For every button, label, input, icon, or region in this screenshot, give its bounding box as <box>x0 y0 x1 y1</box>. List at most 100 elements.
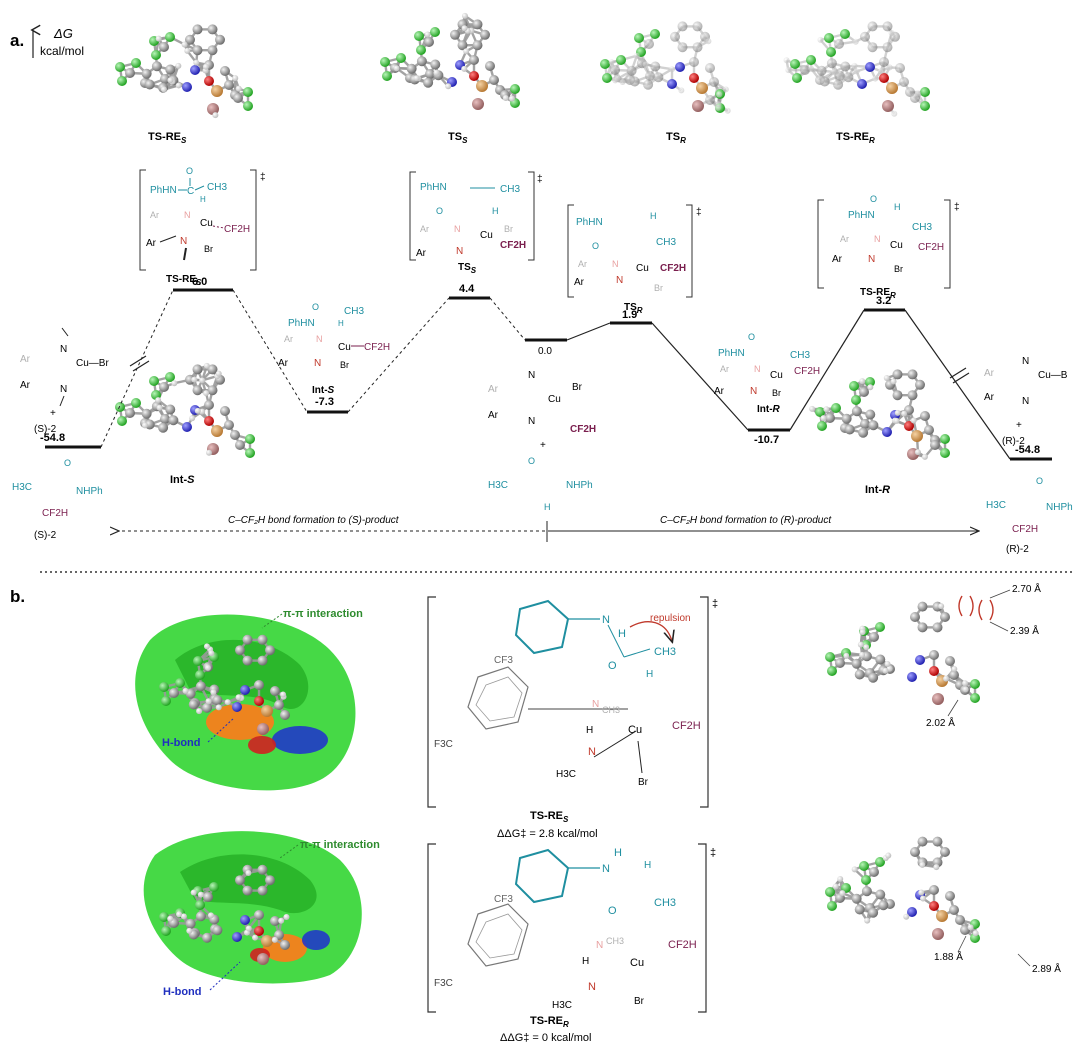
distance-leader-1 <box>989 589 1011 599</box>
svg-text:N: N <box>60 344 67 355</box>
pi-label-bottom: π-π interaction <box>300 839 380 851</box>
svg-text:F3C: F3C <box>434 739 453 750</box>
svg-text:+: + <box>540 440 546 451</box>
svg-text:Ar: Ar <box>416 248 427 259</box>
svg-text:Cu—B: Cu—B <box>1038 370 1068 381</box>
svg-text:H: H <box>894 202 901 212</box>
energy-ts-r: 1.9 <box>622 309 637 321</box>
svg-text:‡: ‡ <box>710 847 716 859</box>
svg-text:Cu: Cu <box>548 394 561 405</box>
svg-text:H: H <box>650 211 657 221</box>
ball-and-stick-model <box>115 362 255 458</box>
distance-label-2: 2.39 Å <box>1010 624 1039 637</box>
svg-text:O: O <box>870 194 877 204</box>
distance-leader-4 <box>957 935 967 953</box>
axis-unit: kcal/mol <box>40 44 84 58</box>
svg-text:N: N <box>592 699 599 710</box>
svg-text:CF2H: CF2H <box>224 224 250 235</box>
svg-text:N: N <box>528 416 535 427</box>
svg-text:CH3: CH3 <box>790 350 810 361</box>
svg-text:CF3: CF3 <box>494 655 513 666</box>
svg-text:Br: Br <box>572 382 583 393</box>
svg-text:Cu—Br: Cu—Br <box>76 358 109 369</box>
svg-text:H: H <box>582 956 589 967</box>
svg-text:‡: ‡ <box>712 598 718 610</box>
svg-text:Cu: Cu <box>480 230 493 241</box>
hbond-label-top: H-bond <box>162 737 200 749</box>
svg-text:+: + <box>50 408 56 419</box>
svg-text:Br: Br <box>504 224 513 234</box>
svg-text:CF2H: CF2H <box>672 720 701 732</box>
ball-and-stick-model <box>825 836 980 943</box>
connector-start-ts-r <box>566 322 611 341</box>
label-ts-re-r: TS-RER <box>530 1015 569 1029</box>
molecular-models-panel-b <box>159 601 980 965</box>
svg-text:Ar: Ar <box>488 384 499 395</box>
panel-b: b. π-π interaction H-bond π-π interactio… <box>10 582 1061 1044</box>
ball-and-stick-model <box>825 601 980 705</box>
svg-text:PhHN: PhHN <box>848 210 875 221</box>
hbond-leader-top <box>207 717 235 743</box>
svg-text:N: N <box>874 234 881 244</box>
model-label-int-s: Int-S <box>170 474 195 486</box>
svg-text:Cu: Cu <box>636 263 649 274</box>
svg-text:O: O <box>592 241 599 251</box>
svg-text:O: O <box>528 456 535 466</box>
svg-text:PhHN: PhHN <box>420 182 447 193</box>
svg-text:Ar: Ar <box>574 277 585 288</box>
distance-label-1: 2.70 Å <box>1012 582 1041 595</box>
distance-label-5: 2.89 Å <box>1032 962 1061 975</box>
svg-text:O: O <box>186 166 193 176</box>
molecular-models-panel-a <box>115 12 950 460</box>
energy-start: 0.0 <box>538 346 552 357</box>
nci-surface-top <box>135 614 356 791</box>
ts-re-s-2d-structure: ‡ N H O CH3 H repulsion CF3 F3C N CH3 H … <box>427 596 718 808</box>
product-r2: O H3C NHPh CF2H (R)-2 <box>986 476 1073 555</box>
svg-text:Cu: Cu <box>890 240 903 251</box>
caption-int-r: Int-R <box>757 404 781 415</box>
svg-text:Br: Br <box>894 264 903 274</box>
energy-ts-s: 4.4 <box>459 283 475 295</box>
svg-text:Ar: Ar <box>578 259 587 269</box>
structure-int-r: O PhHN CH3 Ar N Cu CF2H Ar N Br <box>714 332 820 398</box>
svg-text:H: H <box>492 206 499 216</box>
svg-text:Ar: Ar <box>284 334 293 344</box>
label-ts-re-s: TS-RES <box>530 810 569 824</box>
ball-and-stick-model <box>380 12 520 110</box>
structure-ts-s: ‡ PhHN CH3 O H Ar N Cu Br CF2H Ar N <box>409 171 543 261</box>
svg-text:PhHN: PhHN <box>576 217 603 228</box>
connector-int-r-ts-re-r <box>789 309 865 431</box>
hbond-label-bottom: H-bond <box>163 986 201 998</box>
distance-label-3: 2.02 Å <box>926 716 955 729</box>
distance-leader-2 <box>989 621 1009 632</box>
svg-text:Cu: Cu <box>630 957 644 969</box>
ball-and-stick-model <box>809 369 950 460</box>
svg-text:CF2H: CF2H <box>1012 524 1038 535</box>
svg-text:Ar: Ar <box>278 358 289 369</box>
svg-text:O: O <box>436 206 443 216</box>
svg-text:H: H <box>614 847 622 859</box>
svg-text:O: O <box>748 332 755 342</box>
svg-text:N: N <box>60 384 67 395</box>
pi-leader-top <box>261 613 283 629</box>
svg-text:CH3: CH3 <box>654 897 676 909</box>
svg-text:O: O <box>1036 476 1043 486</box>
model-label-int-r: Int-R <box>865 484 890 496</box>
svg-text:Ar: Ar <box>720 364 729 374</box>
svg-text:H: H <box>644 860 651 871</box>
energy-int-s: -7.3 <box>315 396 334 408</box>
distance-leader-5 <box>1017 953 1031 967</box>
svg-text:‡: ‡ <box>696 207 702 218</box>
caption-ts-re-s: TS-RES <box>166 274 202 287</box>
caption-ts-s: TSS <box>458 262 477 275</box>
panel-b-label: b. <box>10 587 25 606</box>
svg-text:CH3: CH3 <box>207 182 227 193</box>
svg-text:Cu: Cu <box>770 370 783 381</box>
svg-text:CH3: CH3 <box>606 936 624 946</box>
svg-text:C: C <box>187 186 194 197</box>
pi-label-top: π-π interaction <box>283 608 363 620</box>
svg-text:N: N <box>602 863 610 875</box>
product-s2: O H3C NHPh CF2H (S)-2 <box>12 458 103 541</box>
svg-text:CF2H: CF2H <box>500 240 526 251</box>
connector-ts-r-int-r <box>651 322 749 431</box>
